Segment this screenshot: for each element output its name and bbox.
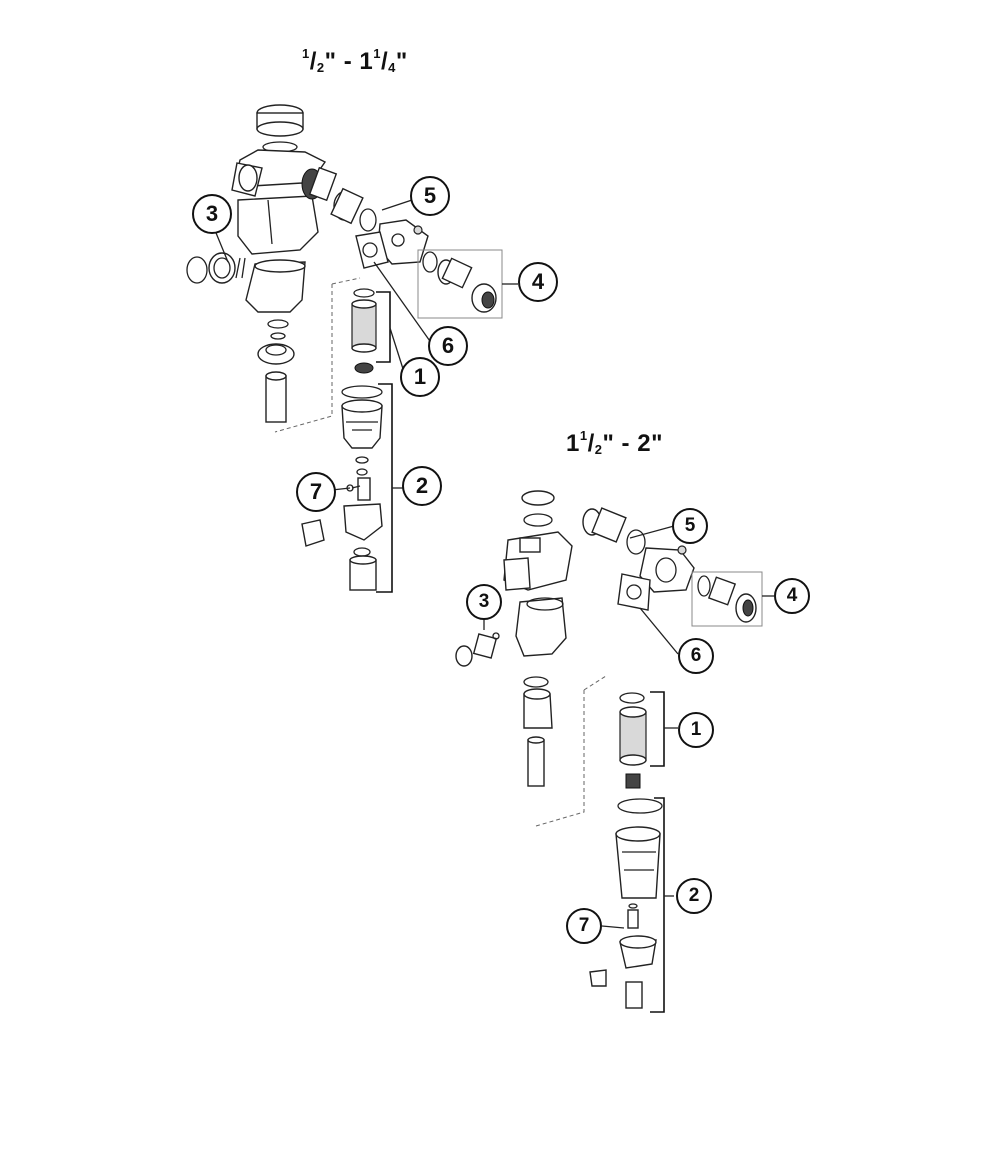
size-fraction-denominator: 2 xyxy=(594,442,603,457)
filter-insert-part-large xyxy=(619,692,647,789)
size-whole: 1 xyxy=(359,48,374,75)
top-cap-part-large xyxy=(521,490,555,527)
callout-6-top: 6 xyxy=(428,326,468,366)
size-whole: 1 xyxy=(566,430,580,457)
filter-bowl-part-large xyxy=(615,798,663,929)
assembly-guide-line xyxy=(274,277,361,433)
assembly-guide-line-large xyxy=(535,675,607,827)
size-fraction-denominator: 2 xyxy=(316,60,325,75)
inch-mark: " xyxy=(602,430,615,457)
union-fittings-part xyxy=(437,257,497,313)
size-separator: - xyxy=(336,48,360,75)
backwash-gear-part xyxy=(257,343,295,423)
connection-fittings-part xyxy=(301,166,438,273)
size-label-top: 1/2" - 11/4" xyxy=(302,46,408,75)
union-fittings-part-large xyxy=(617,573,757,623)
callout-4-top: 4 xyxy=(518,262,558,302)
top-cap-part xyxy=(256,104,304,153)
size-fraction-numerator: 1 xyxy=(579,428,588,443)
size-fraction-numerator: 1 xyxy=(373,46,381,61)
bowl-bottom-part-large xyxy=(589,935,657,1009)
size-label-bottom: 11/2" - 2" xyxy=(566,428,663,457)
size-separator: - xyxy=(614,430,638,457)
inch-mark: " xyxy=(324,48,337,75)
callout-4-bottom: 4 xyxy=(774,578,810,614)
callout-1-bottom: 1 xyxy=(678,712,714,748)
filter-head-part-large xyxy=(503,531,573,657)
size-fraction-denominator: 4 xyxy=(388,60,396,75)
callout-6-bottom: 6 xyxy=(678,638,714,674)
callout-5-bottom: 5 xyxy=(672,508,708,544)
bowl-top-part xyxy=(245,259,306,340)
callout-3-top: 3 xyxy=(192,194,232,234)
callout-3-bottom: 3 xyxy=(466,584,502,620)
inch-mark: " xyxy=(395,48,408,75)
drain-valve-part xyxy=(346,477,371,501)
callout-1-top: 1 xyxy=(400,357,440,397)
pressure-gauge-part-large xyxy=(455,632,500,667)
connection-fittings-part-large xyxy=(582,507,695,593)
backwash-part-large xyxy=(523,676,553,787)
callout-2-top: 2 xyxy=(402,466,442,506)
callout-leaders-top xyxy=(213,199,518,593)
filter-insert-part xyxy=(351,288,377,374)
callout-7-top: 7 xyxy=(296,472,336,512)
callout-5-top: 5 xyxy=(410,176,450,216)
callout-leaders-bottom xyxy=(483,525,774,1013)
callout-2-bottom: 2 xyxy=(676,878,712,914)
filter-head-part xyxy=(231,149,327,255)
pressure-gauge-part xyxy=(186,252,246,284)
size-fraction-numerator: 1 xyxy=(302,46,310,61)
filter-bowl-part xyxy=(341,385,383,476)
part-group-frame-4-large xyxy=(691,571,763,627)
size-value: 2" xyxy=(637,430,663,457)
bowl-bottom-part xyxy=(301,503,383,591)
callout-7-bottom: 7 xyxy=(566,908,602,944)
